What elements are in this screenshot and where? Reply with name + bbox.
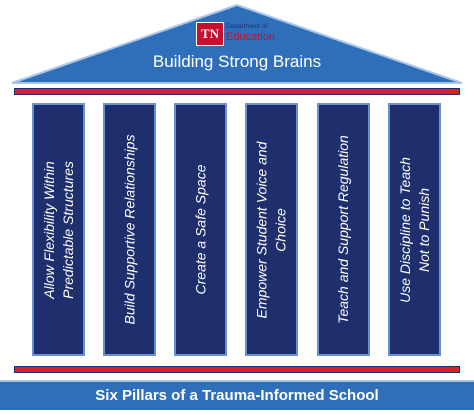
bottom-beam: [14, 366, 460, 373]
pillar-6-line-1: Use Discipline to Teach: [396, 156, 413, 303]
pillar-5: Teach and Support Regulation: [317, 103, 370, 356]
pillar-4-line-1: Empower Student Voice and: [253, 141, 270, 318]
pillar-1-label: Allow Flexibility Within Predictable Str…: [40, 161, 78, 299]
top-beam: [14, 88, 460, 95]
pillar-1-line-1: Allow Flexibility Within: [40, 160, 57, 299]
roof: [11, 3, 463, 84]
roof-triangle: [11, 3, 463, 84]
logo-initials: TN: [196, 22, 224, 46]
pillar-3: Create a Safe Space: [174, 103, 227, 356]
logo-education-text: Education: [226, 31, 275, 43]
logo-department-text: Department of: [226, 23, 268, 30]
pillar-5-line-1: Teach and Support Regulation: [335, 135, 351, 324]
pillar-6-label: Use Discipline to Teach Not to Punish: [396, 157, 434, 303]
tn-education-logo: TN Department of Education: [196, 22, 276, 48]
pillar-5-label: Teach and Support Regulation: [334, 135, 353, 324]
pillar-6-line-2: Not to Punish: [415, 187, 432, 272]
pillar-2-label: Build Supportive Relationships: [120, 135, 139, 325]
pillar-4-label: Empower Student Voice and Choice: [253, 141, 291, 318]
pillar-6: Use Discipline to Teach Not to Punish: [388, 103, 441, 356]
pillar-1-line-2: Predictable Structures: [59, 160, 76, 299]
pillar-2-line-1: Build Supportive Relationships: [121, 134, 138, 325]
pillar-4: Empower Student Voice and Choice: [245, 103, 298, 356]
pillar-3-label: Create a Safe Space: [191, 165, 210, 295]
pillar-2: Build Supportive Relationships: [103, 103, 156, 356]
pillar-1: Allow Flexibility Within Predictable Str…: [32, 103, 85, 356]
pillar-3-line-1: Create a Safe Space: [192, 164, 209, 295]
roof-title: Building Strong Brains: [152, 52, 322, 71]
pillar-4-line-2: Choice: [272, 207, 289, 252]
foundation-label: Six Pillars of a Trauma-Informed School: [0, 380, 474, 410]
